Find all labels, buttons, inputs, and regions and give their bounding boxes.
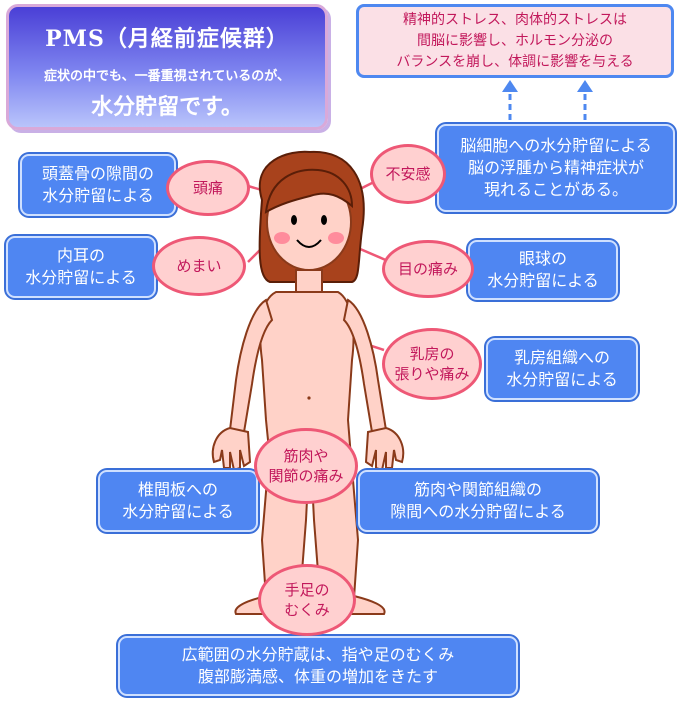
cause-eyeball-line: 水分貯留による bbox=[487, 271, 599, 290]
cause-breast-line: 乳房組織への bbox=[513, 348, 610, 367]
cause-wide: 広範囲の水分貯蔵は、指や足のむくみ 腹部膨満感、体重の増加をきたす bbox=[118, 636, 518, 696]
arrow-right-head bbox=[577, 80, 593, 92]
cause-wide-line: 広範囲の水分貯蔵は、指や足のむくみ bbox=[181, 645, 455, 664]
left-eye bbox=[291, 215, 297, 225]
cause-inner-ear-line: 水分貯留による bbox=[25, 268, 137, 287]
stress-note-line: 精神的ストレス、肉体的ストレスは bbox=[403, 12, 627, 28]
symptom-breast-label: 張りや痛み bbox=[394, 365, 470, 383]
right-eye bbox=[321, 215, 327, 225]
left-hand bbox=[211, 426, 252, 472]
symptom-dizziness: めまい bbox=[152, 236, 246, 296]
cause-skull-line: 水分貯留による bbox=[42, 186, 154, 205]
cause-disc: 椎間板への 水分貯留による bbox=[98, 470, 258, 532]
cause-brain: 脳細胞への水分貯留による 脳の浮腫から精神症状が 現れることがある。 bbox=[437, 124, 675, 212]
cause-skull-line: 頭蓋骨の隙間の bbox=[41, 164, 154, 183]
cause-breast-tissue: 乳房組織への 水分貯留による bbox=[486, 338, 638, 400]
right-cheek bbox=[328, 232, 344, 244]
symptom-dizziness-label: めまい bbox=[176, 257, 222, 275]
cause-joint-line: 筋肉や関節組織の bbox=[413, 480, 542, 499]
mouth bbox=[296, 239, 322, 248]
cause-brain-line: 現れることがある。 bbox=[483, 180, 628, 199]
cause-disc-line: 椎間板への bbox=[137, 480, 218, 499]
stress-note: 精神的ストレス、肉体的ストレスは 間脳に影響し、ホルモン分泌の バランスを崩し、… bbox=[356, 4, 674, 78]
cause-brain-line: 脳細胞への水分貯留による bbox=[460, 136, 652, 155]
symptom-swelling-label: 手足の bbox=[284, 581, 330, 599]
cause-skull: 頭蓋骨の隙間の 水分貯留による bbox=[20, 154, 176, 216]
cause-brain-line: 脳の浮腫から精神症状が bbox=[467, 158, 644, 177]
symptom-muscle-label: 関節の痛み bbox=[268, 467, 344, 485]
bangs bbox=[264, 168, 354, 214]
cause-breast-line: 水分貯留による bbox=[506, 370, 618, 389]
stress-note-line: 間脳に影響し、ホルモン分泌の bbox=[417, 33, 613, 49]
symptom-anxiety-label: 不安感 bbox=[385, 165, 431, 183]
symptom-anxiety: 不安感 bbox=[370, 144, 446, 204]
cause-eyeball: 眼球の 水分貯留による bbox=[468, 240, 618, 300]
cause-inner-ear: 内耳の 水分貯留による bbox=[6, 236, 156, 298]
symptom-headache-label: 頭痛 bbox=[192, 179, 223, 197]
title-line1: PMS（月経前症候群） bbox=[45, 26, 289, 52]
cause-disc-line: 水分貯留による bbox=[122, 502, 234, 521]
title-line2: 症状の中でも、一番重視されているのが、 bbox=[44, 69, 290, 84]
title-line3: 水分貯留です。 bbox=[91, 94, 243, 120]
symptom-headache: 頭痛 bbox=[166, 160, 250, 216]
stress-note-line: バランスを崩し、体調に影響を与える bbox=[396, 54, 634, 70]
title-banner: PMS（月経前症候群） 症状の中でも、一番重視されているのが、 水分貯留です。 bbox=[6, 4, 328, 130]
arrow-left-head bbox=[502, 80, 518, 92]
symptom-muscle: 筋肉や 関節の痛み bbox=[254, 428, 358, 504]
navel bbox=[307, 396, 311, 400]
symptom-eye-pain-label: 目の痛み bbox=[397, 260, 458, 278]
cause-inner-ear-line: 内耳の bbox=[56, 246, 105, 265]
right-hand bbox=[364, 426, 405, 472]
cause-eyeball-line: 眼球の bbox=[518, 249, 567, 268]
symptom-swelling: 手足の むくみ bbox=[258, 564, 356, 636]
cause-joint: 筋肉や関節組織の 隙間への水分貯留による bbox=[358, 470, 598, 532]
symptom-swelling-label: むくみ bbox=[284, 601, 330, 619]
symptom-breast: 乳房の 張りや痛み bbox=[382, 328, 482, 400]
symptom-eye-pain: 目の痛み bbox=[382, 240, 474, 298]
cause-wide-line: 腹部膨満感、体重の増加をきたす bbox=[197, 667, 438, 686]
symptom-muscle-label: 筋肉や bbox=[283, 447, 329, 465]
symptom-breast-label: 乳房の bbox=[409, 345, 455, 363]
left-cheek bbox=[274, 232, 290, 244]
cause-joint-line: 隙間への水分貯留による bbox=[390, 502, 566, 521]
